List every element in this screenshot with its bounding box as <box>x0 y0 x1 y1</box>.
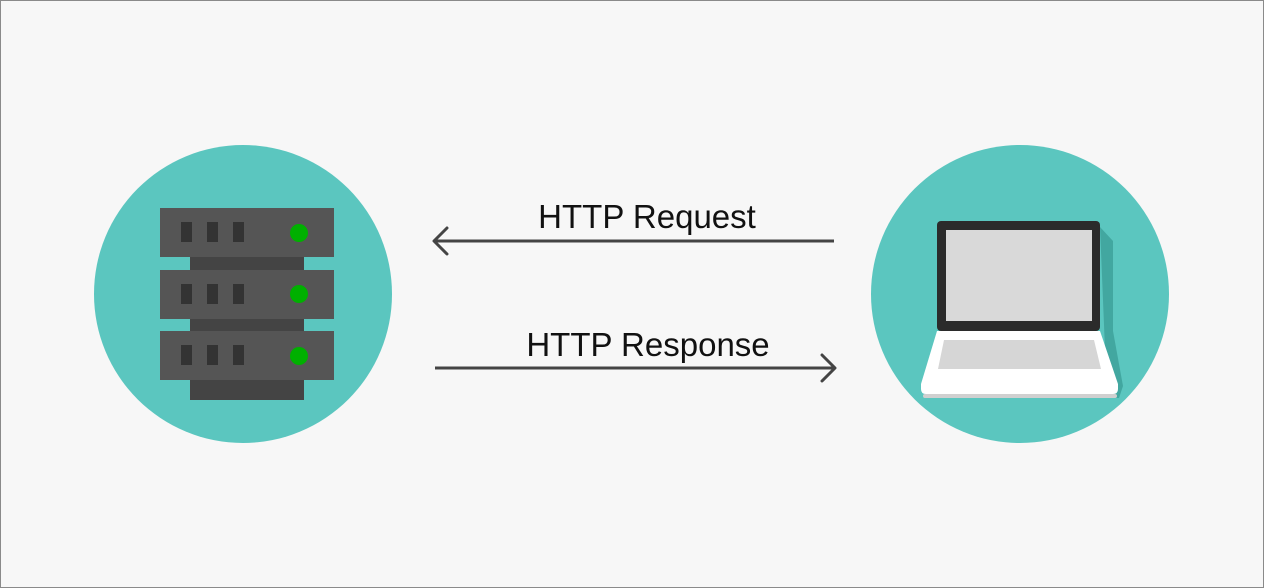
request-label: HTTP Request <box>538 198 756 235</box>
request-arrow <box>432 226 834 256</box>
server-icon <box>160 208 334 400</box>
response-label: HTTP Response <box>526 326 769 363</box>
arrow-head-left-icon <box>432 226 449 256</box>
server-node <box>94 145 392 443</box>
client-node <box>871 145 1169 443</box>
response-arrow <box>435 353 837 383</box>
status-led <box>290 285 308 303</box>
laptop-icon <box>921 221 1123 398</box>
arrow-head-right-icon <box>820 353 837 383</box>
status-led <box>290 347 308 365</box>
status-led <box>290 224 308 242</box>
